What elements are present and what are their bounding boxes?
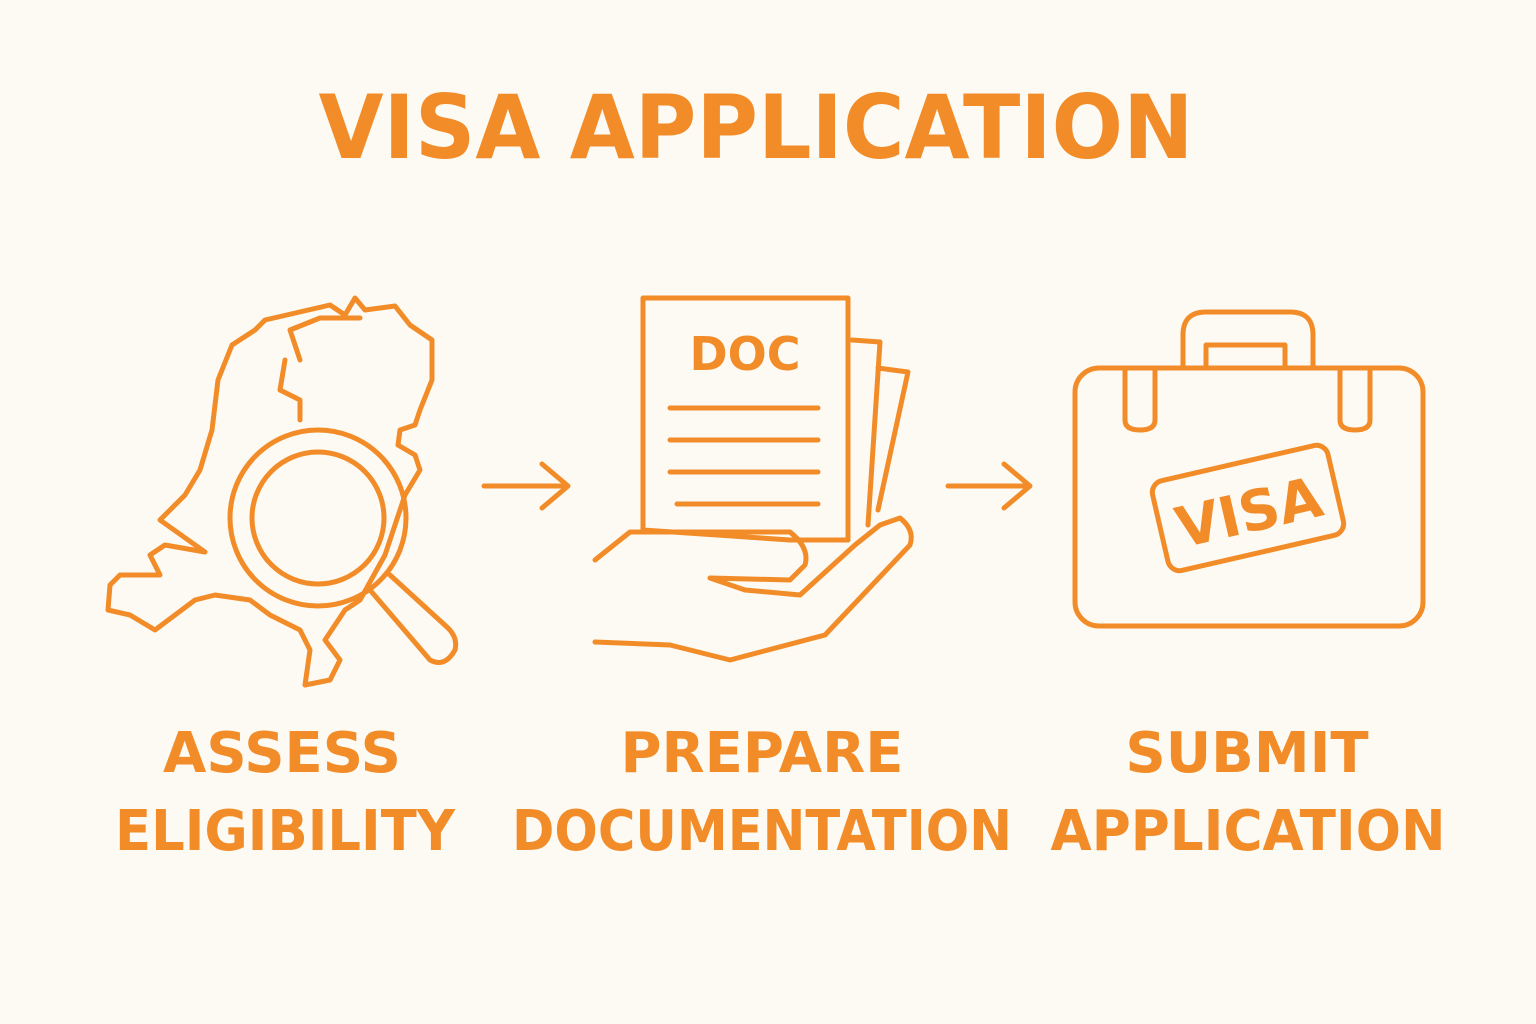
document-in-hand-icon: DOC xyxy=(592,295,914,663)
step-1-label-line2: ELIGIBILITY xyxy=(115,799,456,864)
visa-stamp-label: VISA xyxy=(1170,465,1329,562)
doc-label: DOC xyxy=(689,327,800,381)
step-2-label-line1: PREPARE xyxy=(620,721,903,786)
diagram-title: VISA APPLICATION xyxy=(319,76,1194,179)
step-1-label-line1: ASSESS xyxy=(163,721,401,786)
step-2-label-line2: DOCUMENTATION xyxy=(512,799,1012,864)
arrow-right-icon xyxy=(481,461,571,511)
briefcase-visa-icon: VISA xyxy=(1072,309,1426,629)
arrow-right-icon xyxy=(945,461,1033,511)
step-3-label-line1: SUBMIT xyxy=(1125,721,1368,786)
map-magnifier-icon xyxy=(105,295,459,688)
step-3-label-line2: APPLICATION xyxy=(1051,799,1446,864)
